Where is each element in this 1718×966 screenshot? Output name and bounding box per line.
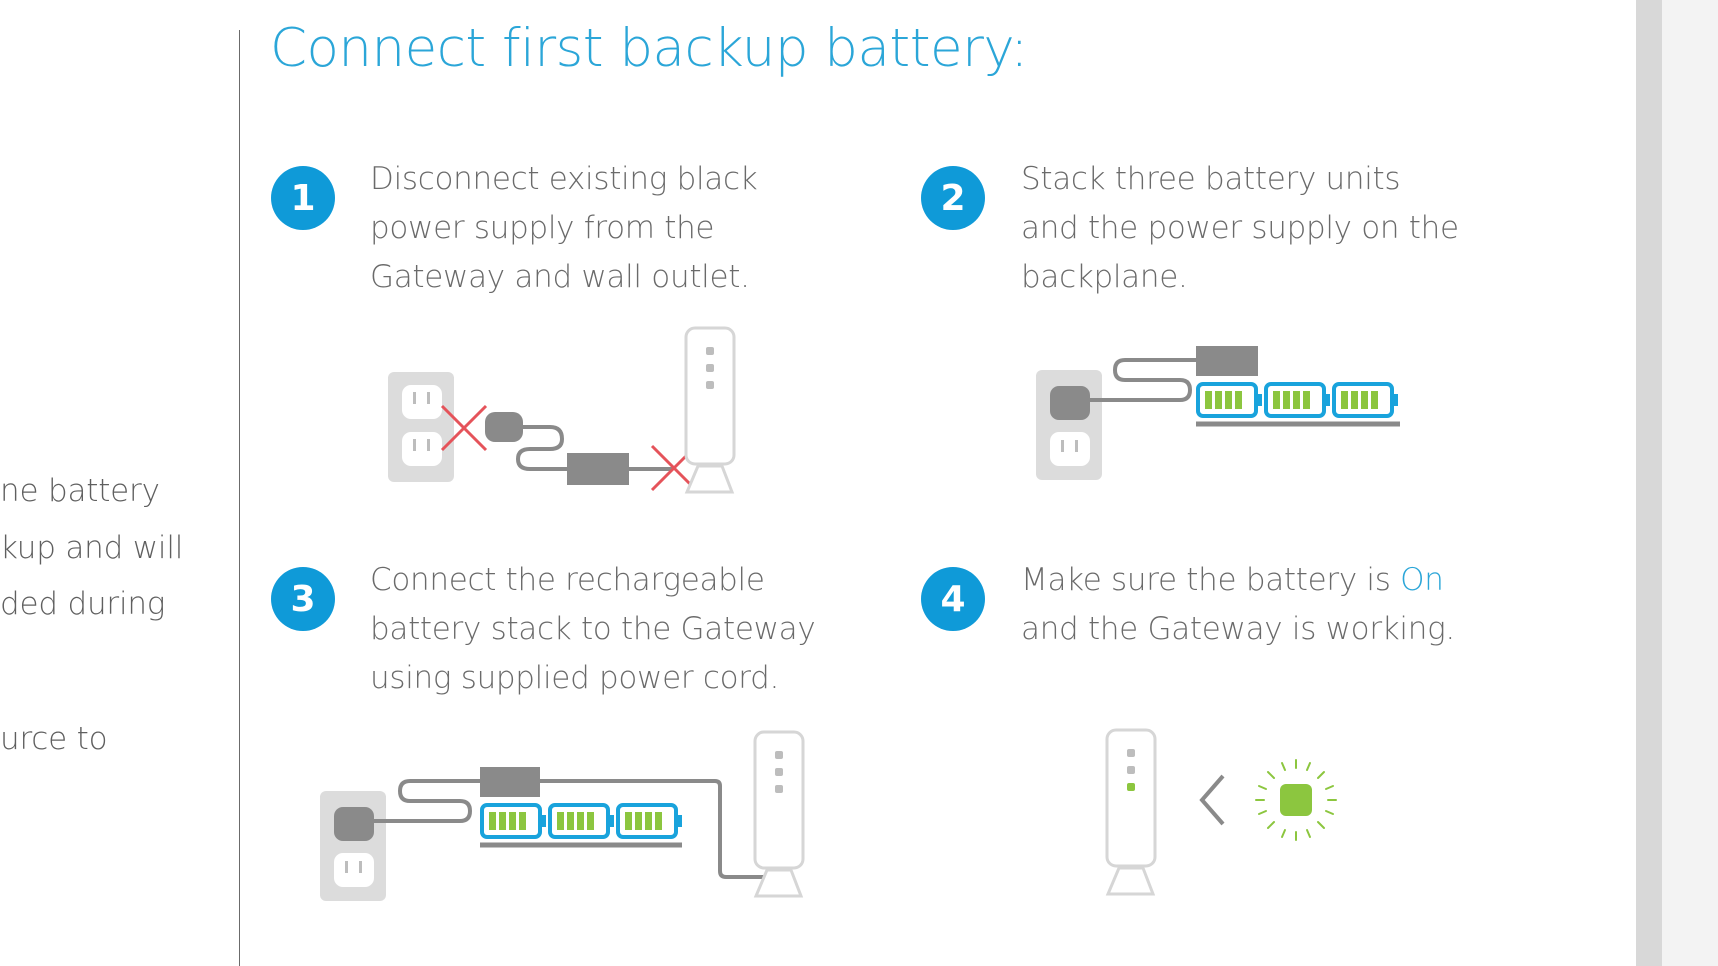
gateway-icon (1105, 728, 1157, 896)
step-line: Make sure the battery is On (1021, 556, 1455, 605)
step-line: Gateway and wall outlet. (370, 259, 750, 295)
step-line: Connect the rechargeable (370, 562, 765, 598)
step-2-illustration (1036, 346, 1400, 480)
wall-outlet-icon (320, 791, 386, 901)
step-line: using supplied power cord. (370, 660, 780, 696)
step-2-text: Stack three battery units and the power … (1021, 155, 1459, 302)
step-line: backplane. (1021, 259, 1188, 295)
wall-outlet-icon (1036, 370, 1102, 480)
step-3-badge: 3 (271, 567, 335, 631)
step-line: battery stack to the Gateway (370, 611, 816, 647)
step-line: Disconnect existing black (370, 161, 758, 197)
scrollbar-track[interactable] (1636, 0, 1662, 966)
step-line: Stack three battery units (1021, 161, 1401, 197)
step-line: and the Gateway is working. (1021, 611, 1455, 647)
battery-stack-icon (480, 767, 682, 848)
gateway-icon (684, 326, 736, 494)
step-4-text: Make sure the battery is On and the Gate… (1021, 556, 1455, 654)
battery-stack-icon (1196, 346, 1400, 427)
page-title: Connect first backup battery: (270, 18, 1028, 79)
step-1-text: Disconnect existing black power supply f… (370, 155, 758, 302)
x-mark-icon (440, 404, 488, 452)
left-text-fragment: kup and will (0, 530, 184, 566)
panel-divider (239, 30, 240, 966)
left-text-fragment: ne battery (0, 473, 160, 509)
step-line: and the power supply on the (1021, 210, 1459, 246)
step-3-illustration (320, 730, 805, 901)
window-gutter (1662, 0, 1718, 966)
on-highlight: On (1400, 562, 1444, 598)
step-4-prefix: Make sure the battery is (1021, 562, 1401, 598)
chevron-left-icon (1199, 774, 1225, 826)
step-1-badge: 1 (271, 166, 335, 230)
step-line: power supply from the (370, 210, 715, 246)
left-text-fragment: ded during (0, 586, 166, 622)
step-2-badge: 2 (921, 166, 985, 230)
step-4-badge: 4 (921, 567, 985, 631)
status-led-icon (1255, 759, 1337, 841)
step-4-illustration (1105, 728, 1337, 896)
left-text-fragment: urce to (0, 721, 108, 757)
step-3-text: Connect the rechargeable battery stack t… (370, 556, 816, 703)
step-1-illustration (388, 326, 736, 494)
wall-outlet-icon (388, 372, 454, 482)
power-adapter-icon (485, 412, 672, 485)
gateway-icon (753, 730, 805, 898)
